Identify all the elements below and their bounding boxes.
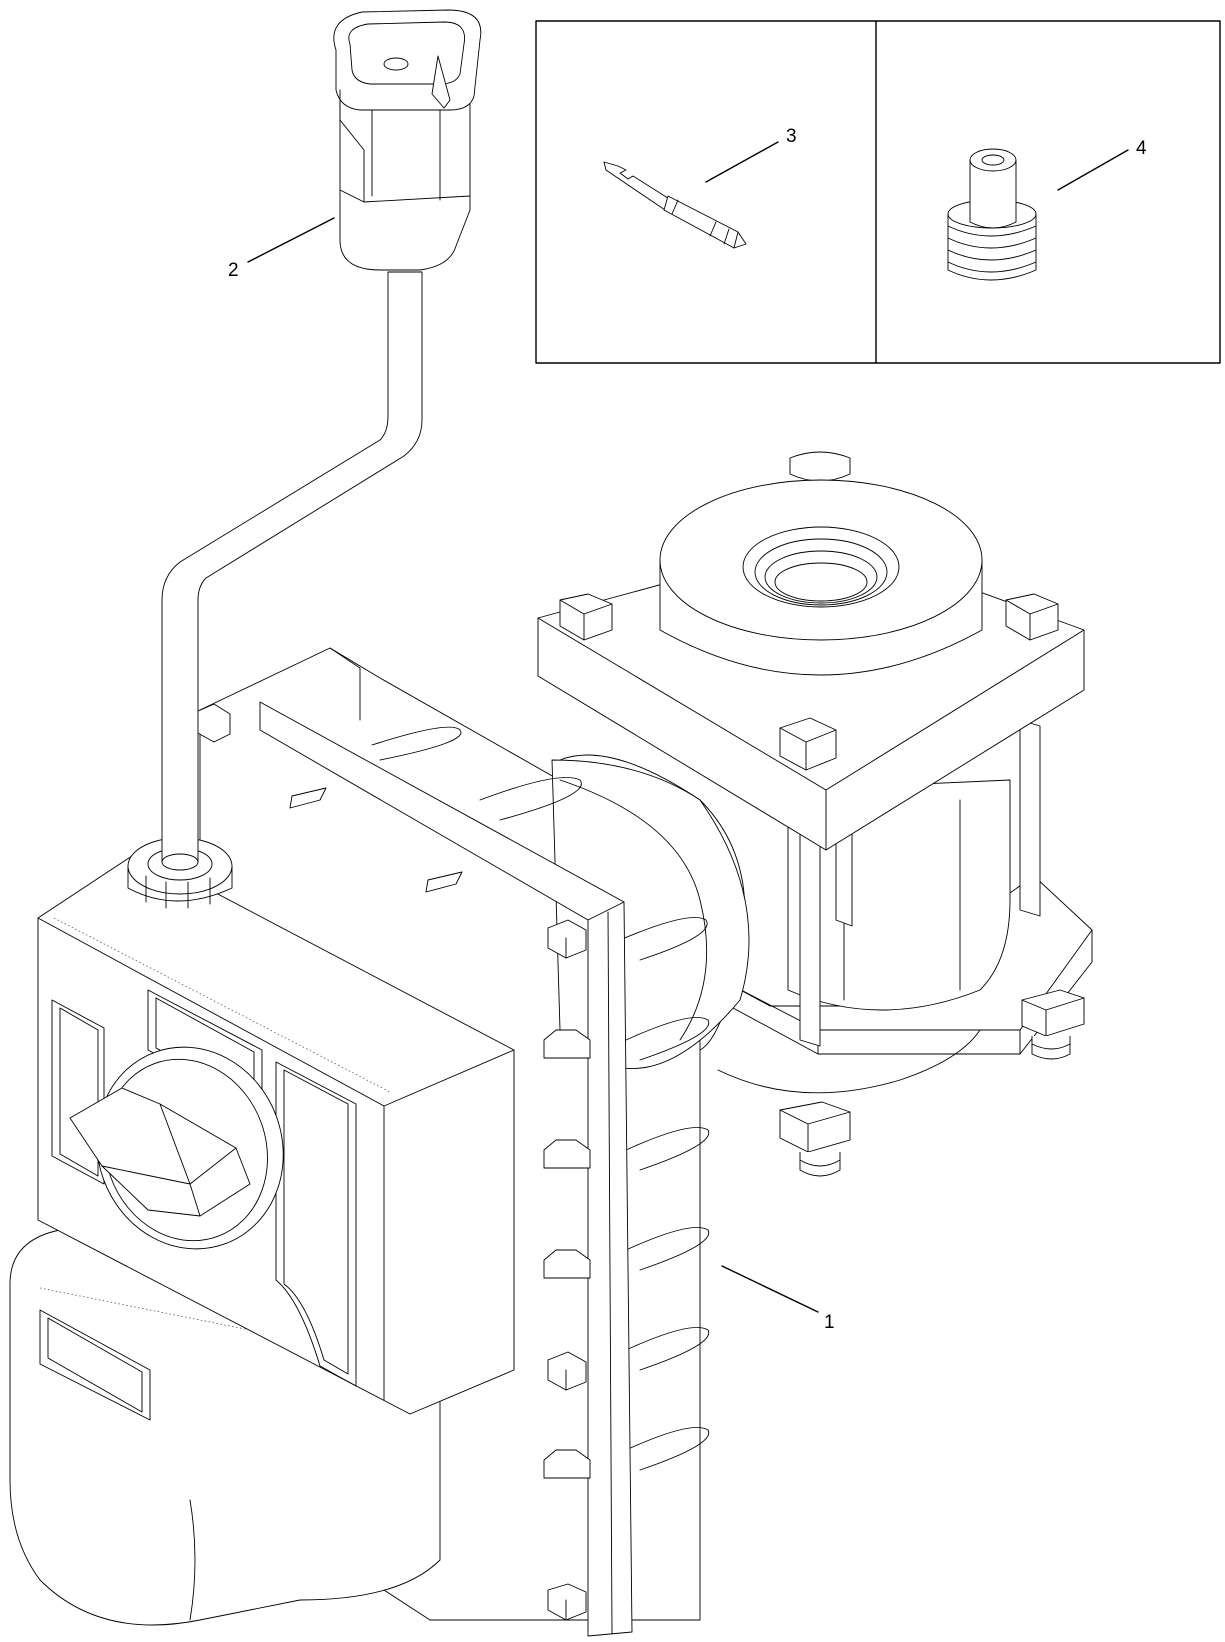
callout-3: 3 [705, 126, 797, 183]
weatherpack-connector [333, 9, 482, 271]
callout-2-label: 2 [228, 260, 239, 281]
valve-assembly [537, 451, 1093, 1177]
callout-3-label: 3 [786, 126, 797, 147]
callout-1: 1 [721, 1265, 835, 1333]
callout-4-label: 4 [1136, 138, 1147, 159]
callout-1-label: 1 [824, 1312, 835, 1333]
inset-panel [535, 20, 1221, 364]
actuator-body [9, 647, 750, 1637]
callout-2: 2 [228, 217, 335, 281]
callout-4: 4 [1057, 138, 1147, 191]
wire-harness [161, 271, 423, 871]
seal-part [947, 148, 1037, 281]
terminal-pin-part [603, 161, 747, 249]
